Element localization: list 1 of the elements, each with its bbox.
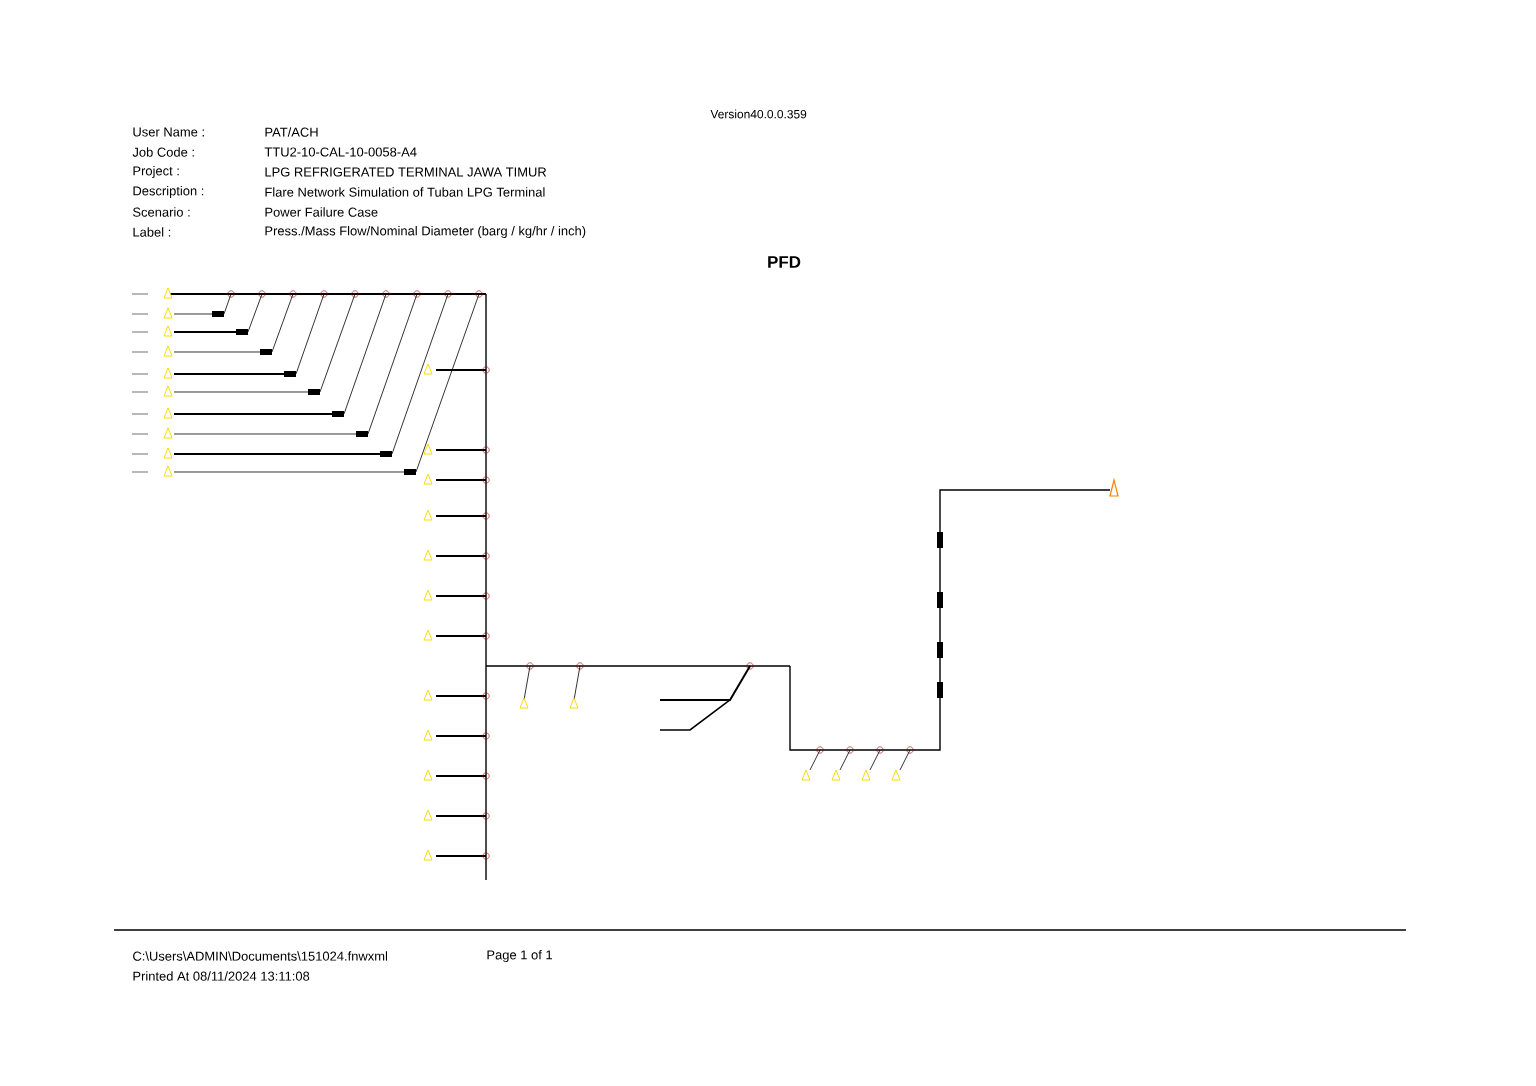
label-text: PFD bbox=[768, 256, 801, 268]
